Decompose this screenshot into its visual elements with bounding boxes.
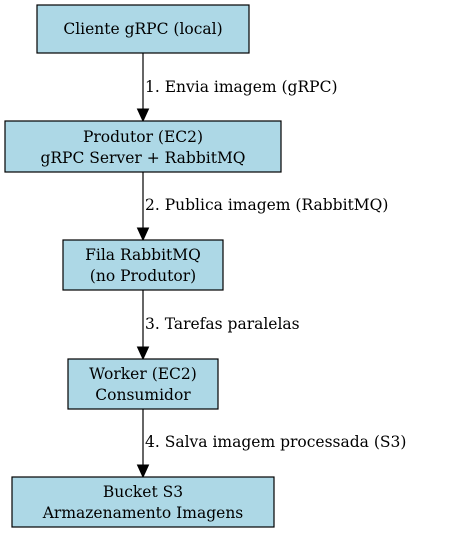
- edge-label: 4. Salva imagem processada (S3): [145, 433, 406, 451]
- node-box: [11, 476, 275, 528]
- node-label-line-2: Consumidor: [95, 386, 191, 404]
- node-box: [62, 239, 224, 291]
- arrow-head-icon: [136, 227, 150, 242]
- node-label-line-2: Armazenamento Imagens: [42, 504, 244, 522]
- edge-produtor-fila: 2. Publica imagem (RabbitMQ): [136, 172, 388, 242]
- node-fila: Fila RabbitMQ (no Produtor): [62, 239, 224, 291]
- node-label-line-1: Produtor (EC2): [83, 128, 203, 146]
- node-label: Cliente gRPC (local): [63, 20, 222, 38]
- edge-cliente-produtor: 1. Envia imagem (gRPC): [136, 53, 338, 123]
- node-label-line-1: Worker (EC2): [89, 365, 197, 383]
- node-box: [4, 120, 282, 173]
- node-worker: Worker (EC2) Consumidor: [67, 358, 219, 410]
- edge-worker-bucket: 4. Salva imagem processada (S3): [136, 409, 406, 479]
- node-box: [67, 358, 219, 410]
- node-produtor: Produtor (EC2) gRPC Server + RabbitMQ: [4, 120, 282, 173]
- node-label-line-2: (no Produtor): [90, 267, 196, 285]
- edge-fila-worker: 3. Tarefas paralelas: [136, 290, 300, 361]
- arrow-head-icon: [136, 464, 150, 479]
- node-box: [36, 4, 250, 54]
- edge-label: 2. Publica imagem (RabbitMQ): [145, 196, 388, 214]
- arrow-head-icon: [136, 108, 150, 123]
- node-bucket: Bucket S3 Armazenamento Imagens: [11, 476, 275, 528]
- edge-label: 3. Tarefas paralelas: [145, 315, 300, 333]
- arrow-head-icon: [136, 346, 150, 361]
- edge-label: 1. Envia imagem (gRPC): [145, 78, 338, 96]
- node-label-line-1: Fila RabbitMQ: [85, 246, 201, 264]
- node-label-line-2: gRPC Server + RabbitMQ: [40, 149, 245, 167]
- node-label-line-1: Bucket S3: [103, 483, 183, 501]
- node-cliente: Cliente gRPC (local): [36, 4, 250, 54]
